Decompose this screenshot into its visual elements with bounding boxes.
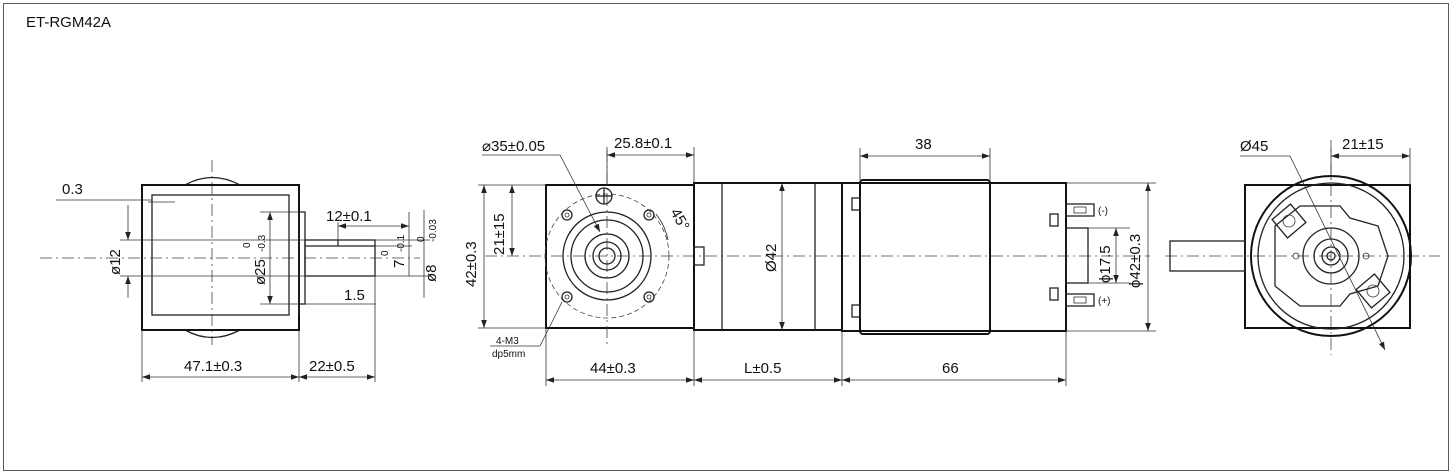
dim-key-height-text: 7 xyxy=(391,260,408,268)
dim-pcd-leader xyxy=(559,154,601,233)
dim-d8-tol-lower: -0.03 xyxy=(428,219,439,242)
pos-terminal-label: (+) xyxy=(1098,296,1111,307)
dim-shaft-dia-text: ø12 xyxy=(107,249,124,275)
dim-hole-leader xyxy=(539,301,563,347)
gearbox-face xyxy=(545,184,695,329)
right-offset-text: 21±15 xyxy=(1342,136,1384,153)
dim-offset-text: 25.8±0.1 xyxy=(614,135,672,152)
end-cap-plate xyxy=(1274,205,1389,307)
top-screw xyxy=(595,187,613,205)
dim-hole-spec-1: 4-M3 xyxy=(496,336,519,347)
left-view: 0.3 ø12 ø25 0 -0.3 12±0.1 7 0 -0.1 xyxy=(40,160,440,382)
dim-height-text: 42±0.3 xyxy=(463,241,480,287)
dim-adapter-len-text: L±0.5 xyxy=(744,360,781,377)
motor-body-outline xyxy=(841,182,1067,332)
right-view: Ø45 21±15 xyxy=(1165,136,1440,355)
dim-angle-text: 45° xyxy=(667,206,693,234)
left-bottom-arc xyxy=(184,329,241,339)
dim-hole-spec-2: dp5mm xyxy=(492,349,525,360)
motor-rear-clip-bottom xyxy=(1049,287,1059,301)
dim-gb-dia-text: Ø42 xyxy=(763,244,780,272)
shaft-inner-circle xyxy=(598,247,616,265)
terminal-neg xyxy=(1065,203,1095,217)
left-top-arc xyxy=(184,176,241,186)
dim-pilot-tol-upper: 0 xyxy=(242,242,253,248)
right-outer-dia-text: Ø45 xyxy=(1240,138,1268,155)
dim-motor-total-text: 66 xyxy=(942,360,959,377)
left-shaft xyxy=(304,239,376,277)
brush-terminal-bottom xyxy=(1355,273,1391,309)
neg-terminal-label: (-) xyxy=(1098,206,1108,217)
dim-shaft-len-text: 22±0.5 xyxy=(309,358,355,375)
motor-can xyxy=(859,179,991,335)
adapter-tab xyxy=(693,246,705,266)
dim-pilot-tol-lower: -0.3 xyxy=(257,234,268,252)
end-cap-hole-left xyxy=(1292,252,1300,260)
left-body-inner xyxy=(151,194,290,316)
dim-angle-arc xyxy=(655,213,669,241)
dim-motor-dia-text: ϕ42±0.3 xyxy=(1127,234,1144,288)
dim-pilot-dia-text: ø25 xyxy=(252,259,269,285)
brush-terminal-top xyxy=(1271,203,1307,239)
shaft-end xyxy=(1326,251,1336,261)
dim-gb-width-text: 44±0.3 xyxy=(590,360,636,377)
front-view: (-) (+) ⌀35±0.05 25.8±0.1 45° 21±15 42±0… xyxy=(463,135,1156,386)
dim-key-tol-upper: 0 xyxy=(380,250,391,256)
motor-rear-clip-top xyxy=(1049,213,1059,227)
end-cap-hole-right xyxy=(1362,252,1370,260)
dim-shoulder-text: 1.5 xyxy=(344,287,365,304)
terminal-pos xyxy=(1065,293,1095,307)
bearing-inner xyxy=(1321,246,1341,266)
motor-clip-bottom xyxy=(851,304,861,318)
model-title: ET-RGM42A xyxy=(26,14,112,31)
left-body-outline xyxy=(141,184,300,331)
dim-key-len-text: 12±0.1 xyxy=(326,208,372,225)
dim-body-len-text: 47.1±0.3 xyxy=(184,358,242,375)
dim-half-height-text: 21±15 xyxy=(491,213,508,255)
dim-d8-text: ø8 xyxy=(423,264,440,282)
shaft-boss-circle xyxy=(584,233,630,279)
motor-inner-ring xyxy=(1257,182,1405,330)
mounting-hole-tr xyxy=(643,209,655,221)
shaft-circle xyxy=(592,241,622,271)
pilot-outer-circle xyxy=(562,211,652,301)
bearing-outer xyxy=(1302,227,1360,285)
dim-motor-len-text: 38 xyxy=(915,136,932,153)
right-outer-dia-leader xyxy=(1289,155,1386,351)
motor-rear-boss xyxy=(1065,227,1089,284)
pcd-circle xyxy=(544,193,670,319)
dim-gap-text: 0.3 xyxy=(62,181,83,198)
dim-boss-text: ϕ17.5 xyxy=(1097,245,1114,283)
dim-pcd-text: ⌀35±0.05 xyxy=(482,138,545,155)
mounting-hole-bl xyxy=(561,291,573,303)
mounting-hole-br xyxy=(643,291,655,303)
dim-d8-tol-upper: 0 xyxy=(416,236,427,242)
dim-key-tol-lower: -0.1 xyxy=(396,234,407,252)
motor-clip-top xyxy=(851,197,861,211)
right-shaft xyxy=(1169,240,1246,272)
mounting-hole-tl xyxy=(561,209,573,221)
pilot-inner-circle xyxy=(570,219,644,293)
sheet-border xyxy=(3,3,1449,471)
